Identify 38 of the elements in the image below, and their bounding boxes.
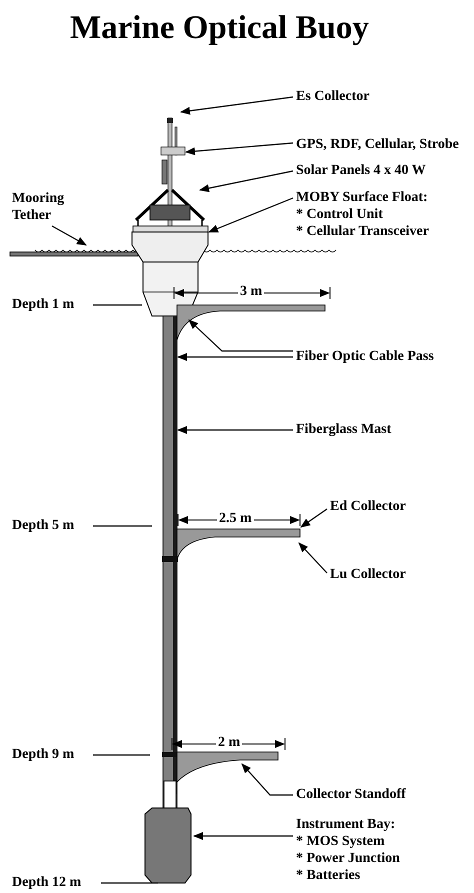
callout-label: Mooring Tether: [12, 190, 66, 224]
leader-line: [177, 426, 293, 434]
collector-standoff: [176, 752, 278, 782]
callout-label: Es Collector: [296, 88, 370, 105]
callout-label: Solar Panels 4 x 40 W: [296, 162, 427, 179]
depth-line: [101, 882, 158, 884]
callout-label: GPS, RDF, Cellular, Strobe: [296, 136, 460, 153]
callout-label: * Cellular Transceiver: [296, 223, 430, 240]
callout-label: Lu Collector: [330, 566, 407, 583]
callout-label: Depth 1 m: [12, 296, 76, 313]
callout-label: Ed Collector: [330, 498, 407, 515]
callout-label: Depth 9 m: [12, 746, 76, 763]
callout-label: * Control Unit: [296, 206, 384, 223]
leader-line: [193, 832, 293, 840]
callout-label: Collector Standoff: [296, 786, 407, 803]
leader-line: [180, 96, 294, 115]
leader-line: [177, 353, 293, 361]
callout-label: Instrument Bay:: [296, 816, 396, 833]
callout-label: * Batteries: [296, 867, 362, 884]
leader-line: [199, 170, 294, 192]
callout-label: * MOS System: [296, 833, 386, 850]
callout-label: MOBY Surface Float:: [296, 189, 429, 206]
callout-label: * Power Junction: [296, 850, 401, 867]
callout-label: Depth 12 m: [12, 874, 82, 891]
depth-line: [93, 525, 152, 527]
leader-line: [188, 319, 293, 352]
leader-line: [300, 508, 328, 528]
callout-label: Fiberglass Mast: [296, 421, 392, 438]
leader-line: [52, 225, 87, 246]
depth-line: [93, 754, 150, 756]
title: Marine Optical Buoy: [70, 9, 370, 48]
depth-line: [93, 304, 142, 306]
leader-line: [298, 542, 328, 574]
leader-line: [185, 142, 294, 156]
leader-line: [208, 197, 294, 233]
leader-line: [241, 763, 293, 796]
callout-label: Fiber Optic Cable Pass: [296, 348, 435, 365]
callout-label: Depth 5 m: [12, 517, 76, 534]
